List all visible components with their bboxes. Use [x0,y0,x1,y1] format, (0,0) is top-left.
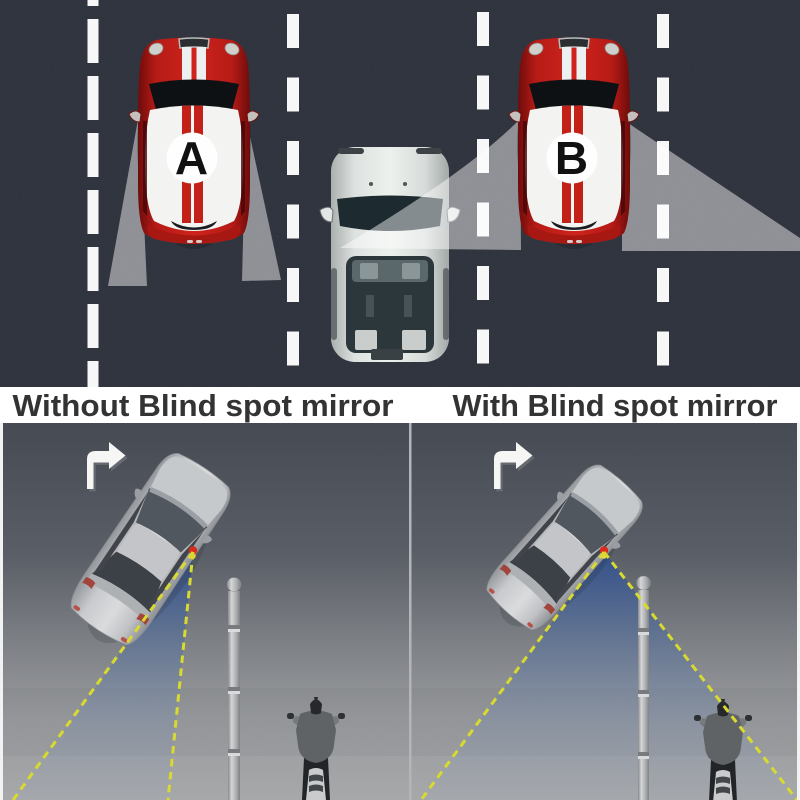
svg-text:A: A [175,132,208,184]
svg-text:With Blind spot mirror: With Blind spot mirror [453,388,778,423]
svg-text:Without Blind spot mirror: Without Blind spot mirror [13,388,394,423]
svg-text:B: B [555,132,588,184]
